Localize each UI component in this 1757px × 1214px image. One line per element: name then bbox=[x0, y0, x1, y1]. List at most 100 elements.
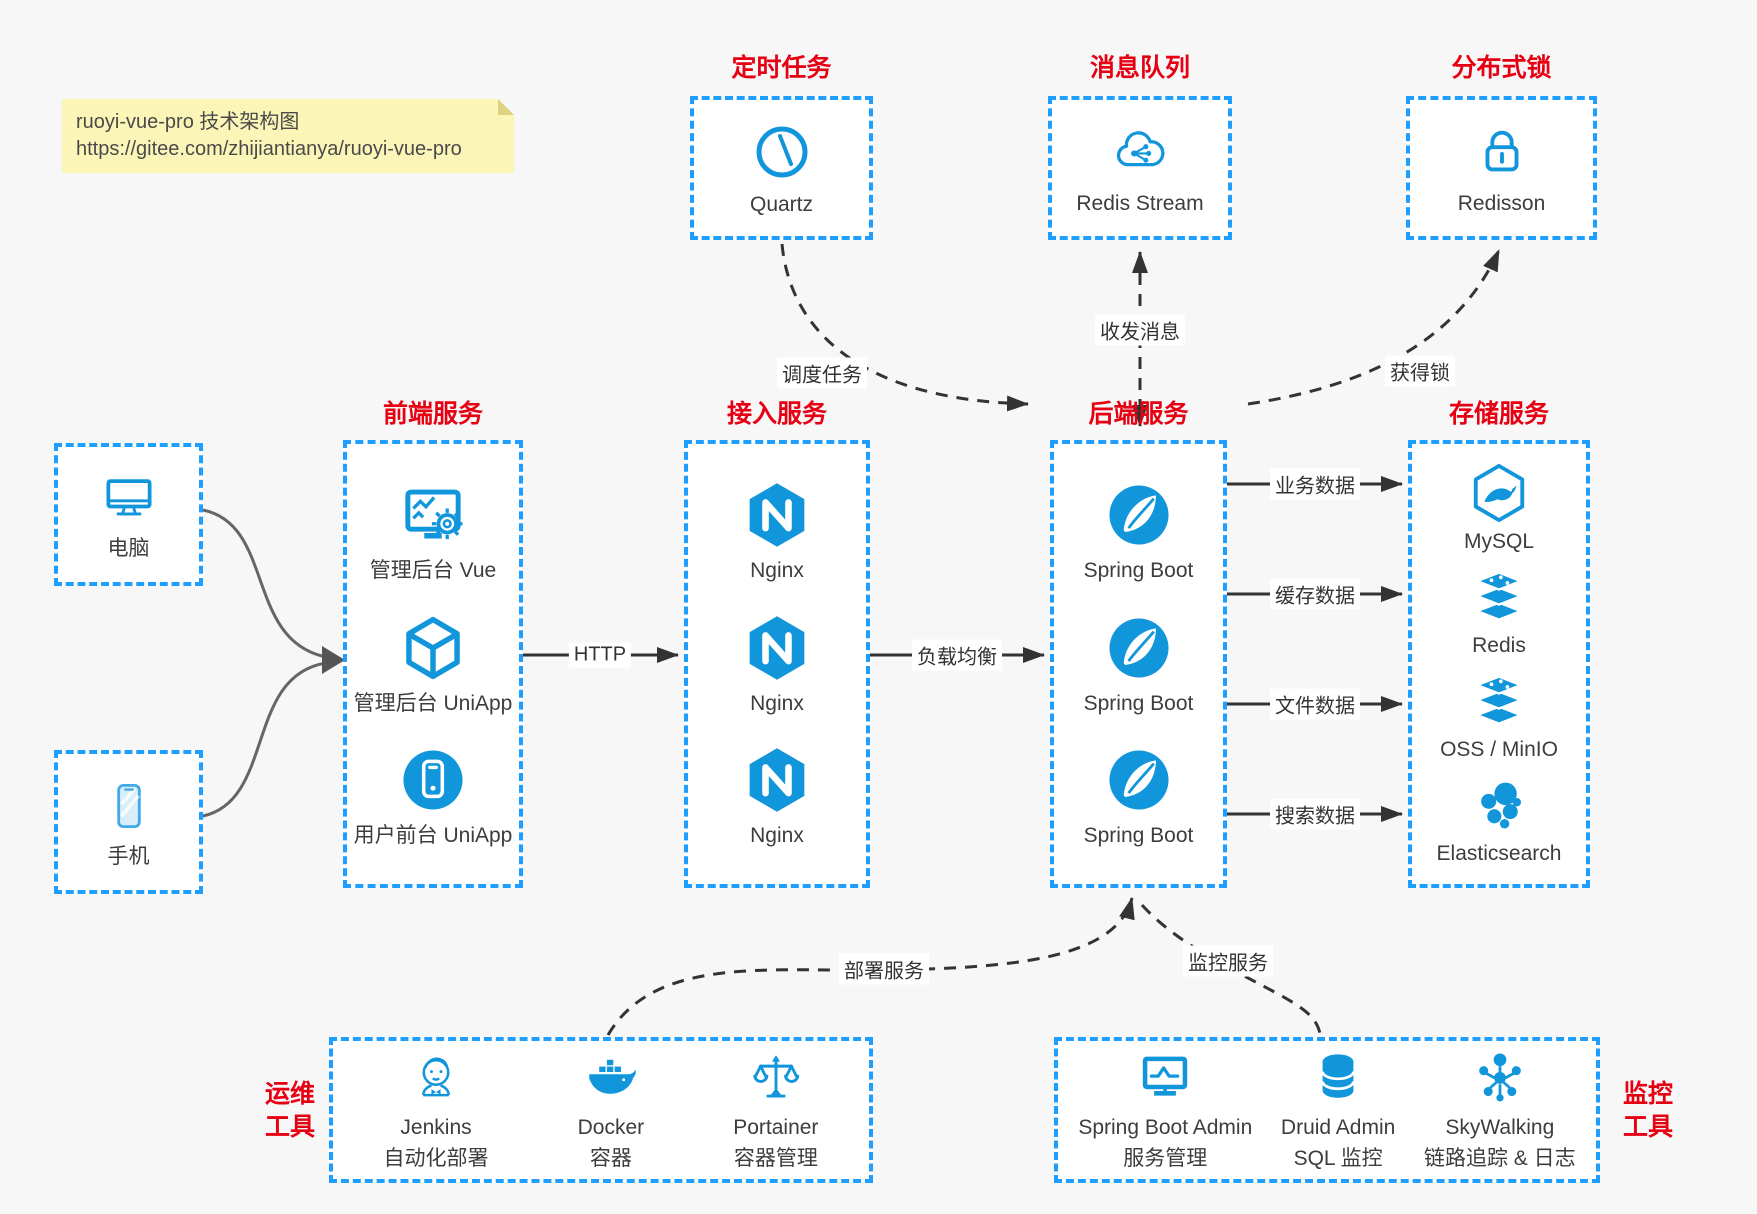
ops-box: Jenkins 自动化部署 Docker 容器 Portainer 容器管理 bbox=[329, 1037, 873, 1183]
elasticsearch-icon bbox=[1469, 776, 1529, 836]
redis-icon bbox=[1469, 568, 1529, 628]
tool-desc: 容器 bbox=[589, 1147, 632, 1170]
frontend-box: 管理后台 Vue 管理后台 UniApp 用户前台 UniApp bbox=[343, 440, 523, 888]
edge-label-cache-data: 缓存数据 bbox=[1270, 578, 1360, 610]
tool-name: SkyWalking bbox=[1445, 1116, 1555, 1139]
spring-boot-icon bbox=[1104, 480, 1174, 550]
edge-label-deploy-service: 部署服务 bbox=[839, 953, 929, 985]
tool-desc: 自动化部署 bbox=[383, 1147, 489, 1170]
section-title-backend: 后端服务 bbox=[1088, 400, 1189, 428]
oss-minio-icon bbox=[1469, 672, 1529, 732]
mq-item: Redis Stream bbox=[1076, 121, 1204, 216]
lock-box: Redisson bbox=[1406, 96, 1597, 240]
mq-box: Redis Stream bbox=[1048, 96, 1232, 240]
monitor-box: Spring Boot Admin 服务管理 Druid Admin SQL 监… bbox=[1054, 1037, 1600, 1183]
scheduler-item: Quartz bbox=[750, 120, 814, 217]
storage-item-elasticsearch: Elasticsearch bbox=[1436, 776, 1562, 866]
tool-name: Jenkins bbox=[400, 1116, 472, 1139]
ops-item-jenkins: Jenkins 自动化部署 bbox=[384, 1048, 489, 1172]
tool-desc: SQL 监控 bbox=[1293, 1147, 1383, 1170]
edge-monitor-service-line bbox=[1140, 903, 1322, 1035]
scheduler-label: Quartz bbox=[749, 192, 814, 216]
edge-label-business-data: 业务数据 bbox=[1270, 468, 1360, 500]
frontend-item-label: 管理后台 UniApp bbox=[353, 691, 513, 715]
jenkins-icon bbox=[407, 1048, 465, 1106]
backend-box: Spring Boot Spring Boot Spring Boot bbox=[1050, 440, 1227, 888]
lock-label: Redisson bbox=[1457, 191, 1546, 215]
section-title-frontend: 前端服务 bbox=[382, 400, 483, 428]
edge-phone-to-frontend bbox=[202, 661, 327, 818]
gateway-item-nginx-1: Nginx bbox=[742, 480, 812, 583]
phone-box: 手机 bbox=[54, 750, 203, 894]
ops-item-portainer: Portainer 容器管理 bbox=[733, 1048, 818, 1172]
section-title-gateway: 接入服务 bbox=[726, 400, 827, 428]
spring-boot-icon bbox=[1104, 745, 1174, 815]
sticky-note: ruoyi-vue-pro 技术架构图 https://gitee.com/zh… bbox=[62, 99, 514, 173]
edge-label-acquire-lock: 获得锁 bbox=[1385, 355, 1455, 387]
storage-item-oss-minio: OSS / MinIO bbox=[1440, 672, 1558, 762]
monitor-title-line2: 工具 bbox=[1622, 1113, 1673, 1141]
edge-devices-arrowhead bbox=[322, 646, 345, 674]
uniapp-cube-icon bbox=[398, 613, 468, 683]
phone-item: 手机 bbox=[99, 776, 159, 869]
gateway-item-nginx-3: Nginx bbox=[742, 745, 812, 848]
tool-desc: 链路追踪 & 日志 bbox=[1423, 1147, 1576, 1170]
edge-label-load-balance: 负载均衡 bbox=[912, 639, 1002, 671]
backend-item-spring-3: Spring Boot bbox=[1083, 745, 1194, 848]
admin-vue-icon bbox=[398, 480, 468, 550]
monitor-title-line1: 监控 bbox=[1622, 1080, 1673, 1108]
pc-label: 电脑 bbox=[107, 537, 150, 560]
desktop-icon bbox=[99, 468, 159, 528]
frontend-item-label: 管理后台 Vue bbox=[369, 558, 497, 582]
backend-item-spring-2: Spring Boot bbox=[1083, 613, 1194, 716]
section-title-ops: 运维 工具 bbox=[252, 1078, 328, 1144]
note-url: https://gitee.com/zhijiantianya/ruoyi-vu… bbox=[76, 138, 462, 160]
message-cloud-icon bbox=[1109, 121, 1171, 183]
ops-title-line1: 运维 bbox=[264, 1080, 315, 1108]
clock-icon bbox=[750, 120, 814, 184]
section-title-mq: 消息队列 bbox=[1089, 54, 1190, 82]
backend-item-label: Spring Boot bbox=[1083, 691, 1194, 715]
monitor-item-druid: Druid Admin SQL 监控 bbox=[1281, 1048, 1395, 1172]
ops-title-line2: 工具 bbox=[264, 1113, 315, 1141]
edge-label-file-data: 文件数据 bbox=[1270, 688, 1360, 720]
docker-icon bbox=[582, 1048, 640, 1106]
gateway-item-label: Nginx bbox=[750, 558, 804, 582]
frontend-item-user-uniapp: 用户前台 UniApp bbox=[353, 745, 513, 848]
section-title-lock: 分布式锁 bbox=[1451, 54, 1552, 82]
lock-icon bbox=[1471, 121, 1533, 183]
section-title-monitor: 监控 工具 bbox=[1610, 1078, 1686, 1144]
portainer-icon bbox=[747, 1048, 805, 1106]
frontend-item-admin-uniapp: 管理后台 UniApp bbox=[353, 613, 513, 716]
tool-name: Docker bbox=[577, 1116, 645, 1139]
storage-item-label: Elasticsearch bbox=[1436, 842, 1562, 865]
tool-desc: 服务管理 bbox=[1123, 1147, 1208, 1170]
nginx-icon bbox=[742, 613, 812, 683]
scheduler-box: Quartz bbox=[690, 96, 873, 240]
storage-item-label: MySQL bbox=[1463, 530, 1534, 553]
edge-schedule-task-line bbox=[780, 243, 1029, 412]
pc-box: 电脑 bbox=[54, 443, 203, 586]
ops-item-docker: Docker 容器 bbox=[577, 1048, 645, 1172]
section-title-scheduler: 定时任务 bbox=[731, 54, 832, 82]
druid-icon bbox=[1309, 1048, 1367, 1106]
storage-box: MySQL Redis OSS / MinIO Elasticsearch bbox=[1408, 440, 1590, 888]
edge-label-http: HTTP bbox=[568, 642, 632, 668]
nginx-icon bbox=[742, 480, 812, 550]
backend-item-label: Spring Boot bbox=[1083, 824, 1194, 848]
edge-label-monitor-service: 监控服务 bbox=[1183, 945, 1273, 977]
monitor-item-spring-boot-admin: Spring Boot Admin 服务管理 bbox=[1078, 1048, 1252, 1172]
mq-label: Redis Stream bbox=[1076, 191, 1204, 215]
section-title-storage: 存储服务 bbox=[1448, 400, 1549, 428]
gateway-box: Nginx Nginx Nginx bbox=[684, 440, 870, 888]
storage-item-label: Redis bbox=[1472, 634, 1526, 657]
phone-label: 手机 bbox=[107, 844, 150, 868]
gateway-item-nginx-2: Nginx bbox=[742, 613, 812, 716]
spring-boot-admin-icon bbox=[1136, 1048, 1194, 1106]
storage-item-mysql: MySQL bbox=[1464, 462, 1534, 554]
edge-acquire-lock-line bbox=[1247, 249, 1501, 406]
tool-desc: 容器管理 bbox=[733, 1147, 818, 1170]
note-title: ruoyi-vue-pro 技术架构图 bbox=[76, 111, 300, 133]
frontend-item-label: 用户前台 UniApp bbox=[353, 824, 513, 848]
